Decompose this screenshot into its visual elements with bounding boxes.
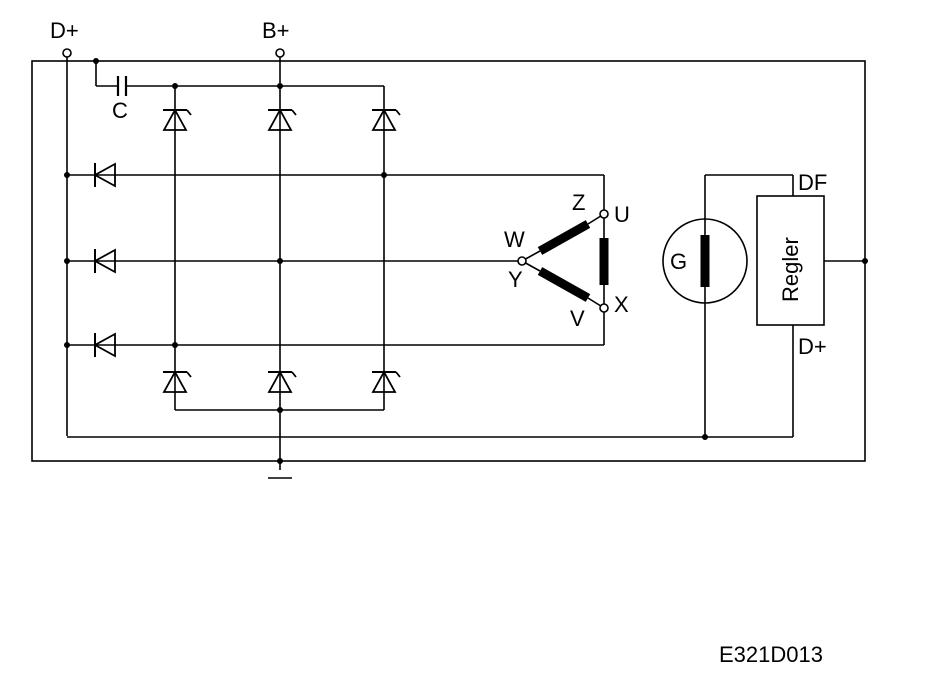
positive-diode-1 (162, 109, 192, 131)
regulator-label: Regler (778, 237, 803, 302)
drawing-code: E321D013 (719, 642, 823, 667)
winding-wz (537, 220, 591, 255)
positive-diode-2 (267, 109, 297, 131)
winding-label-v: V (570, 306, 585, 331)
b-plus-terminal (275, 48, 285, 58)
generator-circle (662, 218, 748, 304)
winding-label-z: Z (572, 190, 585, 215)
d-plus-terminal (62, 48, 72, 58)
winding-yx (537, 267, 591, 302)
positive-diode-3 (371, 109, 401, 131)
df-label: DF (798, 170, 827, 195)
b-plus-label: B+ (262, 18, 290, 43)
winding-label-u: U (614, 202, 630, 227)
capacitor-label: C (112, 98, 128, 123)
negative-diode-3 (371, 371, 401, 393)
winding-label-w: W (504, 227, 525, 252)
d-plus-regulator-label: D+ (798, 334, 827, 359)
d-plus-label: D+ (50, 18, 79, 43)
generator-label: G (670, 249, 687, 274)
winding-label-y: Y (508, 267, 523, 292)
negative-diode-2 (267, 371, 297, 393)
winding-label-x: X (614, 292, 629, 317)
negative-diode-1 (162, 371, 192, 393)
